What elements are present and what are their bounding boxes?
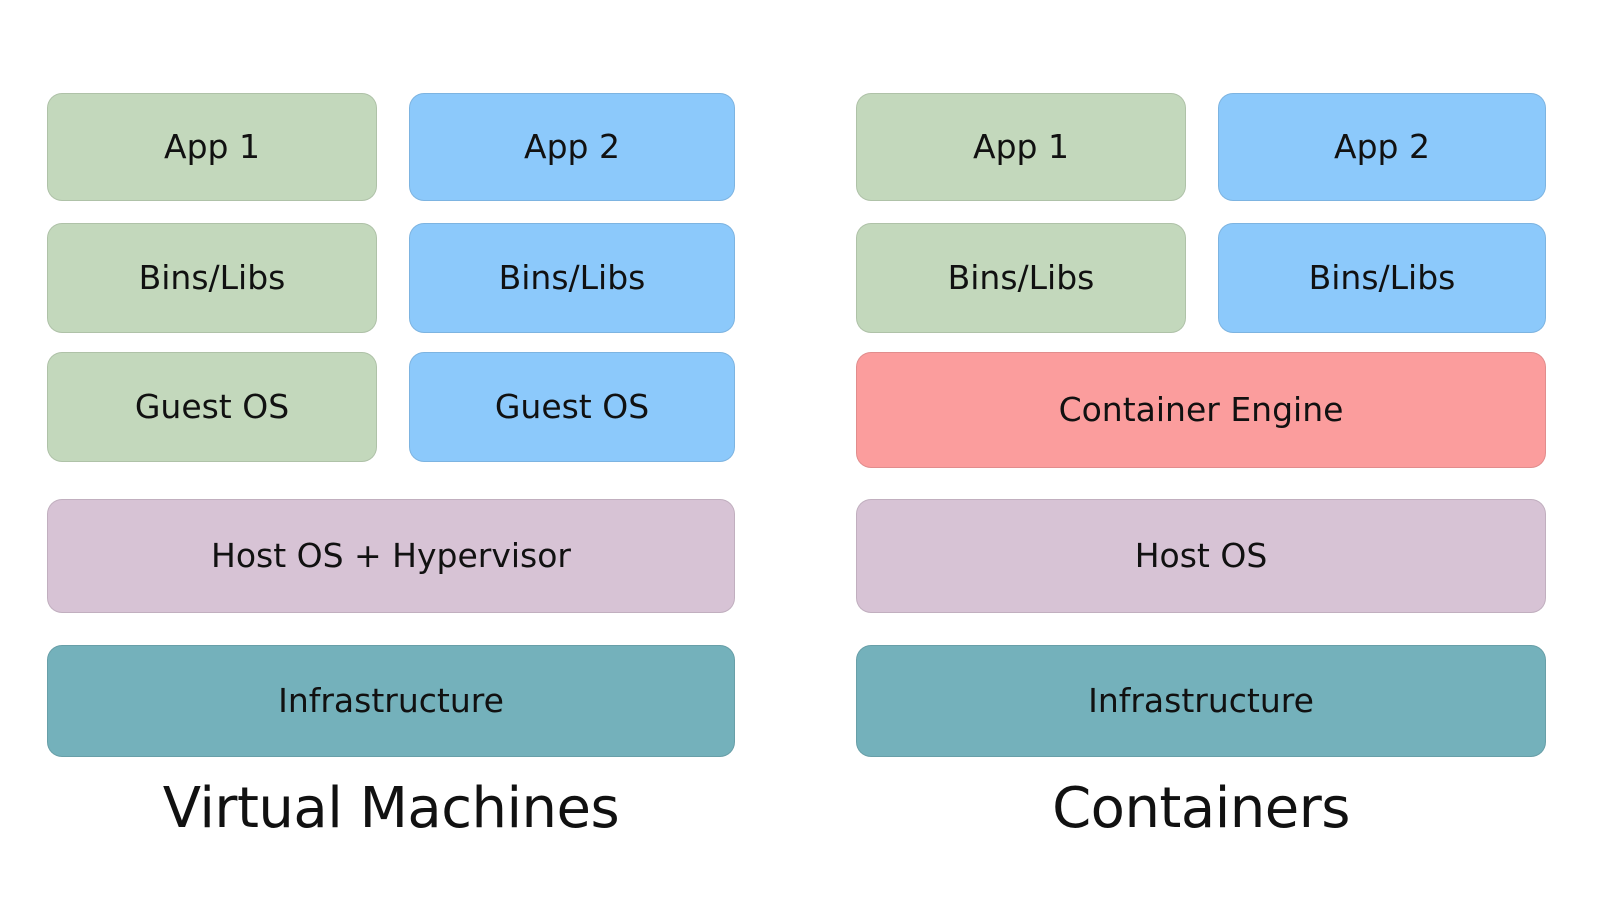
vm-infrastructure-label: Infrastructure	[278, 681, 504, 721]
container-engine-box: Container Engine	[856, 352, 1546, 468]
container-engine-label: Container Engine	[1058, 390, 1344, 430]
vm-guest-os-1-label: Guest OS	[134, 387, 290, 427]
vm-infrastructure-box: Infrastructure	[47, 645, 735, 757]
virtual-machines-stack: App 1 App 2 Bins/Libs Bins/Libs Guest OS…	[47, 0, 735, 900]
vm-app1-label: App 1	[164, 127, 260, 167]
vm-host-os-hypervisor-label: Host OS + Hypervisor	[211, 536, 571, 576]
container-bins-libs-1-label: Bins/Libs	[947, 258, 1095, 298]
vm-guest-os-2-label: Guest OS	[494, 387, 650, 427]
container-infrastructure-label: Infrastructure	[1088, 681, 1314, 721]
container-infrastructure-box: Infrastructure	[856, 645, 1546, 757]
vm-app2-box: App 2	[409, 93, 735, 201]
vm-bins-libs-2-label: Bins/Libs	[498, 258, 646, 298]
container-host-os-label: Host OS	[1134, 536, 1268, 576]
vm-bins-libs-2-box: Bins/Libs	[409, 223, 735, 333]
vm-host-os-hypervisor-box: Host OS + Hypervisor	[47, 499, 735, 613]
vm-guest-os-2-box: Guest OS	[409, 352, 735, 462]
containers-title: Containers	[1052, 776, 1350, 841]
container-app2-box: App 2	[1218, 93, 1546, 201]
vm-guest-os-1-box: Guest OS	[47, 352, 377, 462]
vm-bins-libs-1-box: Bins/Libs	[47, 223, 377, 333]
containers-stack: App 1 App 2 Bins/Libs Bins/Libs Containe…	[856, 0, 1546, 900]
virtual-machines-title: Virtual Machines	[162, 776, 620, 841]
vm-bins-libs-1-label: Bins/Libs	[138, 258, 286, 298]
vm-app2-label: App 2	[524, 127, 620, 167]
container-bins-libs-2-box: Bins/Libs	[1218, 223, 1546, 333]
container-host-os-box: Host OS	[856, 499, 1546, 613]
container-app1-box: App 1	[856, 93, 1186, 201]
container-bins-libs-1-box: Bins/Libs	[856, 223, 1186, 333]
vm-app1-box: App 1	[47, 93, 377, 201]
container-bins-libs-2-label: Bins/Libs	[1308, 258, 1456, 298]
container-app2-label: App 2	[1334, 127, 1430, 167]
container-app1-label: App 1	[973, 127, 1069, 167]
